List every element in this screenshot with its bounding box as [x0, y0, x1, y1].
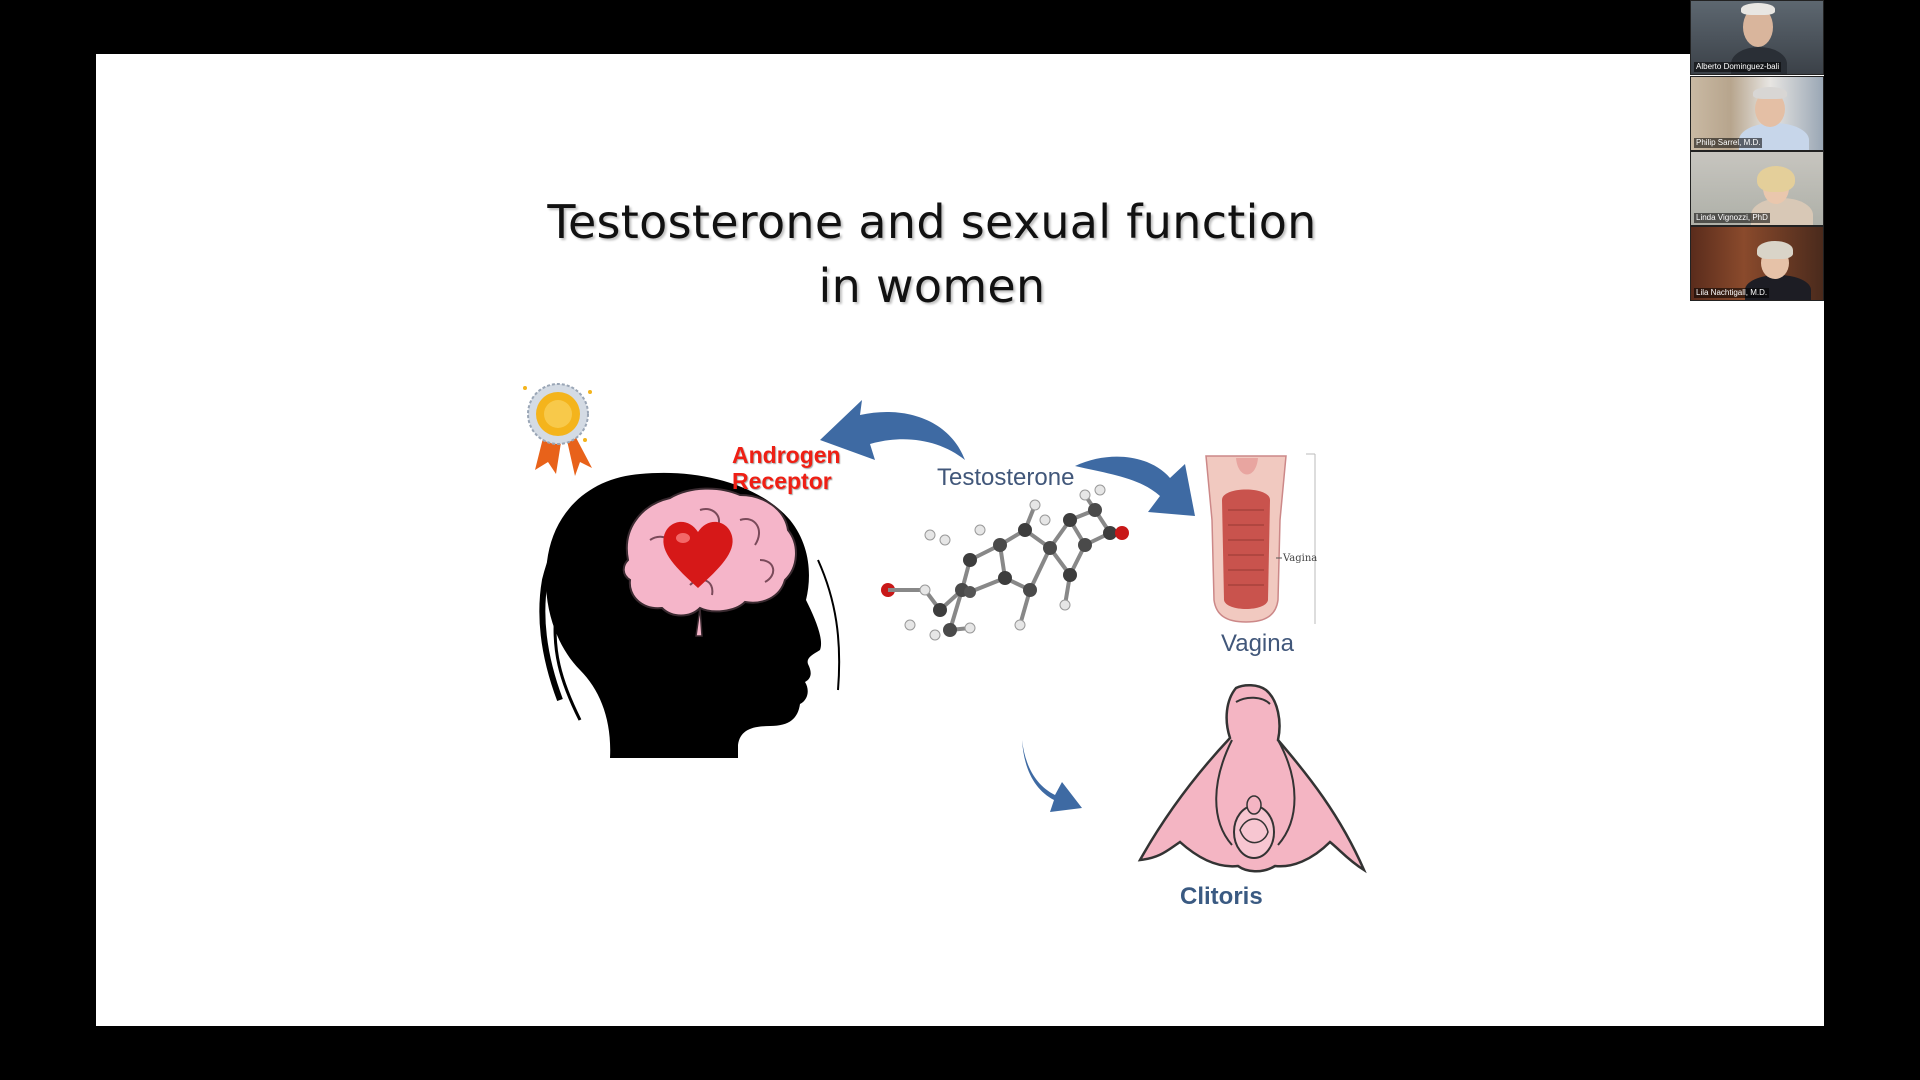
- participant-tile-3[interactable]: Linda Vignozzi, PhD: [1690, 151, 1824, 226]
- heart-icon: [663, 521, 733, 588]
- participant-video-strip: Alberto Dominguez-bali Philip Sarrel, M.…: [1690, 0, 1824, 302]
- slide-title: Testosterone and sexual function in wome…: [96, 190, 1824, 318]
- slide-title-line1: Testosterone and sexual function: [547, 195, 1317, 249]
- vagina-anatomy-icon: Vagina: [1200, 452, 1317, 624]
- molecule-atoms: [881, 484, 1129, 641]
- vagina-inset-label: Vagina: [1282, 553, 1317, 564]
- testosterone-label: Testosterone: [937, 464, 1075, 491]
- participant-name-4: Lila Nachtigall, M.D.: [1694, 288, 1770, 298]
- clitoris-label: Clitoris: [1180, 883, 1263, 910]
- presentation-slide: Vagina Testosterone and sexual function …: [96, 54, 1824, 1026]
- award-ribbon-icon: [523, 383, 592, 476]
- androgen-label-line2: Receptor: [732, 468, 832, 494]
- participant-tile-2[interactable]: Philip Sarrel, M.D.: [1690, 76, 1824, 151]
- participant-tile-4[interactable]: Lila Nachtigall, M.D.: [1690, 226, 1824, 301]
- androgen-label-line1: Androgen: [732, 442, 841, 468]
- participant-name-3: Linda Vignozzi, PhD: [1694, 213, 1770, 223]
- arrow-to-receptor: [820, 400, 965, 460]
- arrow-to-clitoris: [1022, 740, 1082, 812]
- arrow-to-vagina: [1075, 456, 1195, 516]
- clitoris-anatomy-icon: [1137, 684, 1367, 874]
- participant-name-1: Alberto Dominguez-bali: [1694, 62, 1782, 72]
- slide-illustration: Vagina: [523, 383, 1367, 874]
- vagina-label: Vagina: [1221, 630, 1294, 657]
- participant-tile-1[interactable]: Alberto Dominguez-bali: [1690, 0, 1824, 75]
- participant-name-2: Philip Sarrel, M.D.: [1694, 138, 1763, 148]
- slide-title-line2: in women: [818, 259, 1046, 313]
- androgen-receptor-label: Androgen Receptor: [732, 442, 841, 494]
